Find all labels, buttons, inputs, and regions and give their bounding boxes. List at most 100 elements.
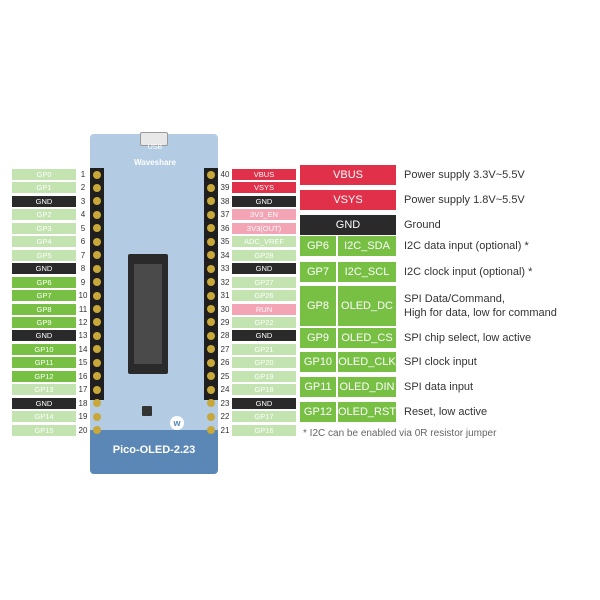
pin-label: GP3 xyxy=(12,222,76,234)
legend-signal: OLED_RST xyxy=(338,402,396,422)
legend-description: Ground xyxy=(404,218,441,232)
pin-label: 3V3(OUT) xyxy=(232,222,296,234)
pin-number: 22 xyxy=(220,412,230,422)
pin-hole xyxy=(93,385,101,394)
pin-number: 5 xyxy=(80,223,86,233)
pin-hole xyxy=(93,224,101,233)
pin-label: GP17 xyxy=(232,411,296,423)
pin-label: GP15 xyxy=(12,424,76,436)
pin-label: GP26 xyxy=(232,290,296,302)
pin-number: 27 xyxy=(220,344,230,354)
pin-label: VBUS xyxy=(232,169,296,180)
legend-description-line: Reset, low active xyxy=(404,406,488,418)
board-name: Pico-OLED-2.23 xyxy=(112,444,196,456)
pin-number: 20 xyxy=(78,425,88,435)
chip xyxy=(142,406,152,416)
legend-description: Reset, low active xyxy=(404,405,487,419)
pin-number: 35 xyxy=(220,237,230,247)
pin-number: 39 xyxy=(220,183,230,193)
pin-number: 26 xyxy=(220,358,230,368)
pin-label: GP19 xyxy=(232,370,296,382)
pin-label: GND xyxy=(232,263,296,275)
legend-signal: OLED_CLK xyxy=(338,352,396,372)
left-pin-row: GP0 1 xyxy=(12,169,90,180)
pin-number: 38 xyxy=(220,196,230,206)
pin-number: 17 xyxy=(78,385,88,395)
pin-number: 2 xyxy=(80,183,86,193)
pin-number: 19 xyxy=(78,412,88,422)
pin-label: GND xyxy=(232,330,296,342)
pin-hole xyxy=(93,278,101,287)
pin-number: 25 xyxy=(220,371,230,381)
pin-hole xyxy=(207,237,215,246)
legend-description-line: SPI data input xyxy=(404,381,474,393)
legend-description: I2C clock input (optional) * xyxy=(404,265,532,279)
legend-pin: GP9 xyxy=(300,328,336,348)
pin-number: 1 xyxy=(80,170,86,179)
legend-description-line: I2C clock input (optional) * xyxy=(404,266,533,278)
pin-label: GP9 xyxy=(12,316,76,328)
brand-label: Waveshare xyxy=(134,158,176,167)
legend-pin: GP11 xyxy=(300,377,336,397)
pin-hole xyxy=(207,385,215,394)
pin-label: GP21 xyxy=(232,343,296,355)
pin-number: 6 xyxy=(80,237,86,247)
pin-number: 10 xyxy=(78,291,88,301)
pin-label: GND xyxy=(12,195,76,207)
pin-hole xyxy=(207,399,215,408)
legend-description: SPI chip select, low active xyxy=(404,331,531,345)
pin-label: GP12 xyxy=(12,370,76,382)
pin-hole xyxy=(207,278,215,287)
pin-label: GP18 xyxy=(232,384,296,396)
legend-description: SPI data input xyxy=(404,380,473,394)
pin-number: 28 xyxy=(220,331,230,341)
pin-label: GP20 xyxy=(232,357,296,369)
usb-label: USB xyxy=(147,144,163,151)
pin-label: GP0 xyxy=(12,169,76,180)
pin-hole xyxy=(207,183,215,192)
pin-number: 13 xyxy=(78,331,88,341)
pin-label: GND xyxy=(12,397,76,409)
pin-label: GP11 xyxy=(12,357,76,369)
pin-hole xyxy=(207,318,215,327)
pin-label: GP13 xyxy=(12,384,76,396)
board-name-strip xyxy=(90,430,218,474)
pin-label: GND xyxy=(232,397,296,409)
left-pin-row: GP3 5 xyxy=(12,222,90,234)
legend-description: SPI Data/Command,High for data, low for … xyxy=(404,292,557,320)
pin-number: 37 xyxy=(220,210,230,220)
legend-signal: VSYS xyxy=(300,190,396,210)
waveshare-logo-icon: w xyxy=(170,416,184,430)
pin-number: 12 xyxy=(78,317,88,327)
legend-pin: GP8 xyxy=(300,286,336,326)
usb-connector xyxy=(140,132,168,146)
pin-label: 3V3_EN xyxy=(232,209,296,221)
pin-hole xyxy=(93,318,101,327)
pin-hole xyxy=(93,197,101,206)
pin-number: 40 xyxy=(220,170,230,179)
pin-label: ADC_VREF xyxy=(232,236,296,248)
pin-hole xyxy=(93,305,101,313)
legend-signal: OLED_DIN xyxy=(338,377,396,397)
